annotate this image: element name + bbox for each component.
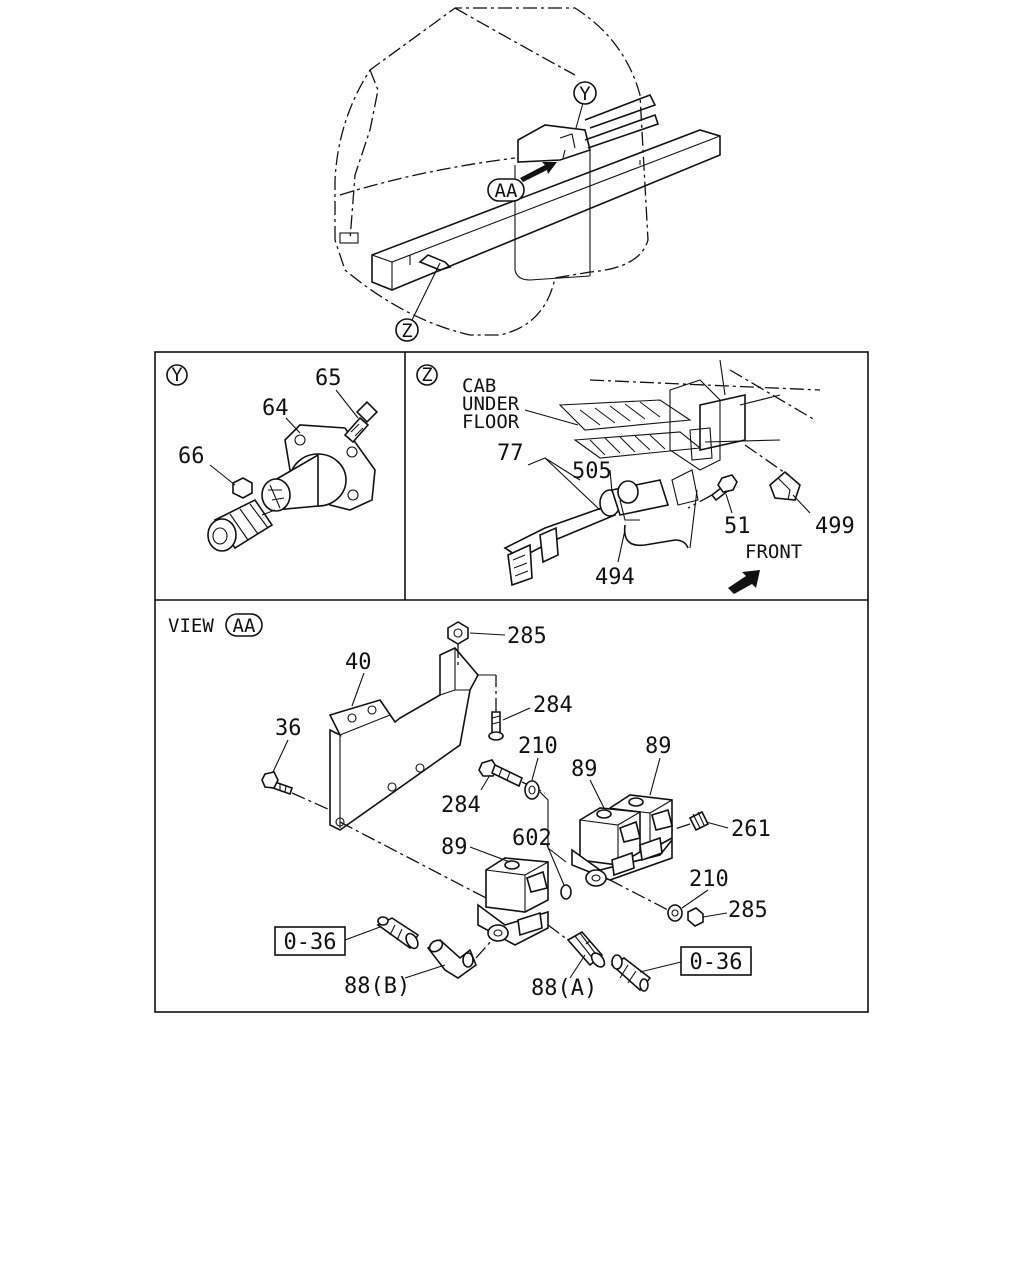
callout-z-overview: Z: [395, 318, 419, 342]
truck-overview: [334, 7, 721, 336]
label-284-a: 284: [533, 693, 573, 718]
ref-left-text: 0-36: [284, 930, 337, 955]
cab-outline: [334, 7, 649, 336]
label-40: 40: [345, 650, 372, 675]
panel-y-callout-circle: [166, 364, 188, 386]
bolt-284-vertical: [478, 674, 504, 741]
view-word: VIEW: [168, 615, 214, 637]
label-89-mid: 89: [571, 757, 598, 782]
bracket-y-location: [517, 124, 591, 163]
panel-z-callout-circle: [416, 364, 438, 386]
label-285-b: 285: [728, 898, 768, 923]
connector-0-36-left: [376, 916, 420, 950]
panel-z: Z: [416, 359, 855, 594]
view-aa-callout-oval: [225, 613, 263, 637]
label-210-a: 210: [518, 734, 558, 759]
clip-499: [744, 444, 801, 501]
bolt-36: [261, 771, 331, 811]
view-aa-callout: AA: [233, 615, 256, 637]
view-arrow: [520, 162, 557, 182]
washer-210-b: [667, 904, 683, 922]
nut-285-top: [447, 621, 469, 645]
nut-285-b: [687, 907, 704, 927]
label-77: 77: [497, 441, 524, 466]
connector-0-36-right: [610, 954, 652, 992]
label-499: 499: [815, 514, 855, 539]
ref-right-text: 0-36: [690, 950, 743, 975]
svg-text:Z: Z: [401, 320, 412, 342]
callout-aa-overview: AA: [487, 178, 525, 202]
view-aa: VIEW AA: [168, 613, 771, 1001]
label-602: 602: [512, 826, 552, 851]
label-505: 505: [572, 459, 612, 484]
fitting-88a: [547, 924, 606, 968]
label-89-right: 89: [645, 734, 672, 759]
headlamp: [339, 232, 359, 244]
panel-y: Y 65 64 66: [166, 364, 379, 552]
label-261: 261: [731, 817, 771, 842]
bolt-51: [687, 474, 738, 509]
label-65: 65: [315, 366, 342, 391]
ref-box-left: [274, 926, 346, 956]
ref-box-right: [680, 946, 752, 976]
nut-66: [232, 477, 253, 499]
label-210-b: 210: [689, 867, 729, 892]
callout-y-overview: Y: [573, 81, 597, 105]
label-284-b: 284: [441, 793, 481, 818]
label-floor: FLOOR: [462, 411, 520, 433]
o-ring-602: [560, 884, 572, 900]
label-88a: 88(A): [531, 976, 597, 1001]
panel-z-callout: Z: [421, 364, 432, 386]
wire-494: [623, 524, 689, 549]
screw-65: [343, 416, 370, 444]
label-494: 494: [595, 565, 635, 590]
panel-frames: [154, 351, 869, 1013]
connector-cable: [503, 479, 670, 587]
label-cab: CAB: [462, 375, 496, 397]
label-36: 36: [275, 716, 302, 741]
label-under: UNDER: [462, 393, 520, 415]
label-64: 64: [262, 396, 289, 421]
bolt-284-horizontal: [478, 759, 546, 794]
svg-text:Y: Y: [579, 83, 591, 105]
svg-text:AA: AA: [495, 180, 518, 202]
cab-floor-structure: [558, 359, 821, 506]
fitting-88b: [426, 938, 493, 979]
label-front: FRONT: [745, 541, 802, 563]
part-z-location: [418, 254, 452, 271]
fitting-261: [671, 810, 710, 832]
label-89-left: 89: [441, 835, 468, 860]
label-88b: 88(B): [344, 974, 410, 999]
label-66: 66: [178, 444, 205, 469]
washer-210-a: [524, 780, 540, 800]
front-arrow: [728, 570, 760, 594]
valve-89-left: [339, 821, 549, 946]
panel-y-callout: Y: [171, 364, 183, 386]
label-285-top: 285: [507, 624, 547, 649]
valve-89-right-pair: [571, 794, 673, 887]
label-51: 51: [724, 514, 751, 539]
frame-rail: [371, 129, 721, 291]
